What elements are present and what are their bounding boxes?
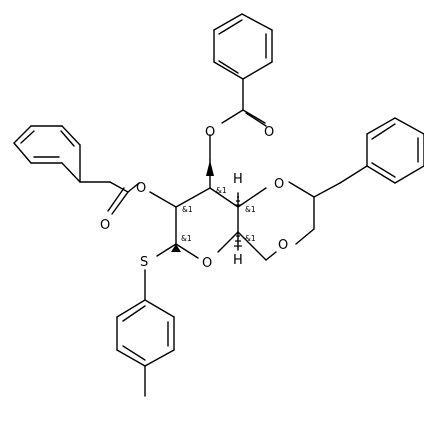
atom-labels: O O O O O O O S H H: [100, 125, 288, 271]
bond: [209, 187, 239, 208]
bond: [116, 299, 146, 318]
oxygen-label: O: [264, 125, 274, 140]
wedge-bond: [206, 160, 214, 176]
bond: [313, 182, 341, 198]
bonds: [13, 13, 424, 397]
bond: [213, 61, 244, 80]
oxygen-label: O: [278, 238, 288, 253]
bond: [13, 125, 32, 144]
oxygen-label: O: [202, 256, 212, 271]
hydrogen-label: H: [233, 172, 243, 187]
bond: [366, 117, 396, 135]
bond: [116, 349, 146, 367]
bond: [295, 228, 315, 245]
hydrogen-label: H: [233, 253, 243, 268]
stereo-labels: &1 &1 &1 &1 &1: [181, 186, 256, 243]
bond: [394, 117, 424, 135]
bond: [144, 349, 175, 367]
oxygen-label: O: [100, 218, 110, 233]
bond: [265, 251, 277, 261]
bond: [217, 231, 239, 253]
bond: [218, 60, 239, 74]
bond: [61, 162, 81, 183]
bond: [13, 142, 32, 164]
oxygen-label: O: [205, 125, 215, 140]
bond: [175, 187, 211, 208]
bond: [241, 13, 273, 31]
bond: [218, 19, 243, 35]
sulfur-label: S: [140, 255, 148, 270]
oxygen-label: O: [274, 177, 284, 192]
bond: [371, 123, 396, 140]
bond: [339, 165, 368, 184]
wedge-bond: [171, 244, 181, 252]
bond: [122, 305, 146, 322]
bond: [109, 181, 129, 193]
bond: [221, 109, 244, 124]
bond: [111, 191, 129, 215]
bond: [242, 109, 266, 124]
bond: [144, 299, 175, 318]
stereo-descriptor: &1: [216, 186, 227, 195]
bond: [213, 13, 243, 31]
bond: [122, 345, 146, 361]
bond: [127, 182, 140, 193]
bond: [371, 162, 396, 178]
stereo-descriptor: &1: [245, 205, 256, 214]
bond: [149, 191, 177, 208]
stereo-bonds: [171, 160, 242, 252]
bond: [107, 187, 125, 212]
bond: [288, 181, 315, 198]
oxygen-label: O: [136, 181, 146, 196]
bond: [20, 130, 35, 144]
stereo-descriptor: &1: [182, 205, 193, 214]
stereo-descriptor: &1: [245, 234, 256, 243]
bond: [237, 187, 267, 208]
bond: [156, 243, 177, 257]
bond: [245, 112, 267, 127]
stereo-descriptor: &1: [181, 234, 192, 243]
bond: [60, 130, 75, 147]
hash-bond: [234, 196, 242, 247]
bond: [61, 125, 81, 146]
bond: [175, 243, 199, 259]
bond: [242, 61, 273, 80]
bond: [366, 165, 396, 184]
bond: [394, 165, 424, 184]
bond: [237, 231, 267, 261]
